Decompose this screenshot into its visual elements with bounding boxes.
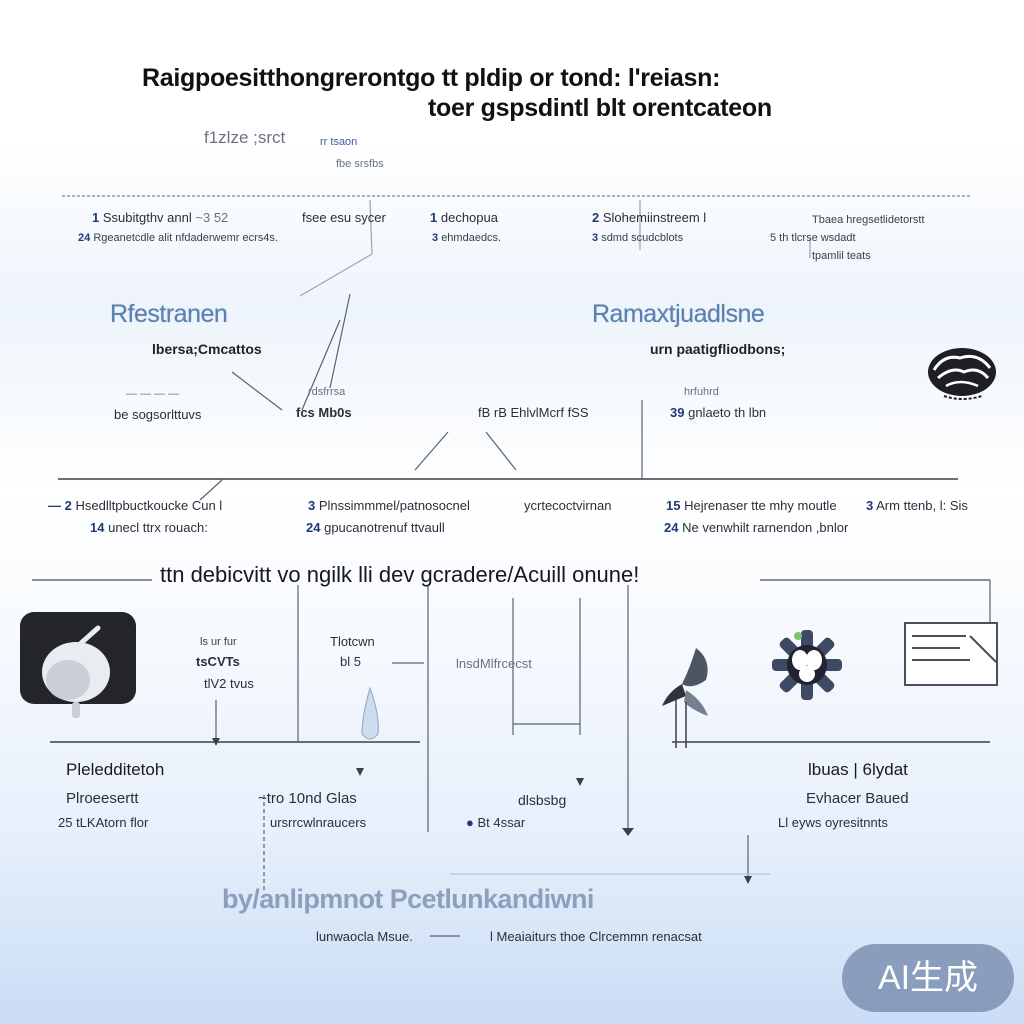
gear-flower-icon <box>770 628 844 702</box>
monitor-icon <box>904 622 1000 688</box>
mid-title: ttn debicvitt vo ngilk lli dev gcradere/… <box>160 562 640 587</box>
water-drop-icon <box>356 686 384 746</box>
bottom-right-detail: Ll eyws oyresitnnts <box>778 815 888 830</box>
row1-item-6: 2 Slohemiinstreem l <box>592 210 707 225</box>
bottom-mid-title: ~tro 10nd Glas <box>258 790 357 807</box>
row1-item-8: Tbaea hregsetlidetorstt <box>812 214 925 226</box>
row3-item-8: 3 Arm ttenb, l: Sis <box>866 498 968 513</box>
row2-item-2: fcs Mb0s <box>296 405 352 420</box>
row3-item-4: 24 gpucanotrenuf ttvaull <box>306 520 445 535</box>
row3-item-7: 24 Ne venwhilt rarnendon ,bnlor <box>664 520 849 535</box>
row3-item-1: — 2 Hsedlltpbuctkoucke Cun l <box>48 498 223 513</box>
lower-label-c1: lnsdMlfrcecst <box>456 656 532 671</box>
bottom-right-title: lbuas | 6lydat <box>808 760 908 779</box>
header-sub-b: rr tsaon <box>320 136 358 148</box>
row2-item-3: rdsfrrsa <box>308 386 346 398</box>
row1-item-2: 24 Rgeanetcdle alit nfdaderwemr ecrs4s. <box>78 232 278 244</box>
bottom-left-title: Pleledditetoh <box>66 760 165 779</box>
row2-dash-label: — — — — <box>126 388 180 400</box>
footer-caption-b: l Meaiaiturs thoe Clrcemmn renacsat <box>490 929 702 944</box>
section-title-left: Rfestranen <box>110 300 228 328</box>
row1-item-3: fsee esu sycer <box>302 210 386 225</box>
row1-item-10: tpamlil teats <box>812 250 871 262</box>
row1-item-7: 3 sdmd scudcblots <box>592 232 684 244</box>
lower-label-a2: tsCVTs <box>196 654 240 669</box>
section-title-right: Ramaxtjuadlsne <box>592 300 765 328</box>
lower-label-a3: tlV2 tvus <box>204 676 254 691</box>
bottom-left-detail: 25 tLKAtorn flor <box>58 815 149 830</box>
diagram-title-line-2: toer gspsdintl blt orentcateon <box>428 94 772 122</box>
diagram-title-line-1: Raigpoesitthongrerontgo tt pldip or tond… <box>142 64 721 92</box>
mouse-icon <box>20 612 138 720</box>
lower-label-a1: ls ur fur <box>200 636 237 648</box>
header-sub-c: fbe srsfbs <box>336 158 384 170</box>
bottom-right-subtitle: Evhacer Baued <box>806 790 909 807</box>
bottom-mid-c-detail: ● Bt 4ssar <box>466 815 526 830</box>
brain-icon <box>924 340 1000 404</box>
bottom-mid-c-title: dlsbsbg <box>518 792 567 808</box>
lower-label-b2: bl 5 <box>340 654 361 669</box>
row3-item-5: ycrtecoctvirnan <box>524 498 612 513</box>
bird-icon <box>656 640 718 750</box>
header-sub-a: f1zlze ;srct <box>204 128 286 147</box>
lower-label-b1: Tlotcwn <box>330 634 375 649</box>
bottom-left-subtitle: Plroeesertt <box>66 790 139 807</box>
ai-generated-badge: AI生成 <box>842 944 1014 1012</box>
footer-title: by/anlipmnot Pcetlunkandiwni <box>222 884 594 914</box>
row1-item-5: 3 ehmdaedcs. <box>432 232 502 244</box>
row1-item-9: 5 th tlcrse wsdadt <box>770 232 856 244</box>
row3-item-6: 15 Hejrenaser tte mhy moutle <box>666 498 837 513</box>
row3-item-2: 14 unecl ttrx rouach: <box>90 520 208 535</box>
row2-item-5: hrfuhrd <box>684 386 719 398</box>
section-subtitle-left: lbersa;Cmcattos <box>152 341 262 357</box>
row3-item-3: 3 Plnssimmmel/patnosocnel <box>308 498 470 513</box>
section-subtitle-right: urn paatigfliodbons; <box>650 341 786 357</box>
row2-item-4: fB rB EhlvlMcrf fSS <box>478 405 589 420</box>
row2-item-6: 39 gnlaeto th lbn <box>670 405 767 420</box>
row2-item-1: be sogsorlttuvs <box>114 407 202 422</box>
bottom-mid-detail: ursrrcwlnraucers <box>270 815 367 830</box>
row1-item-4: 1 dechopua <box>430 210 498 225</box>
row1-item-1: 1 Ssubitgthv annl ~3 52 <box>92 210 229 225</box>
footer-caption-a: lunwaocla Msue. <box>316 929 413 944</box>
